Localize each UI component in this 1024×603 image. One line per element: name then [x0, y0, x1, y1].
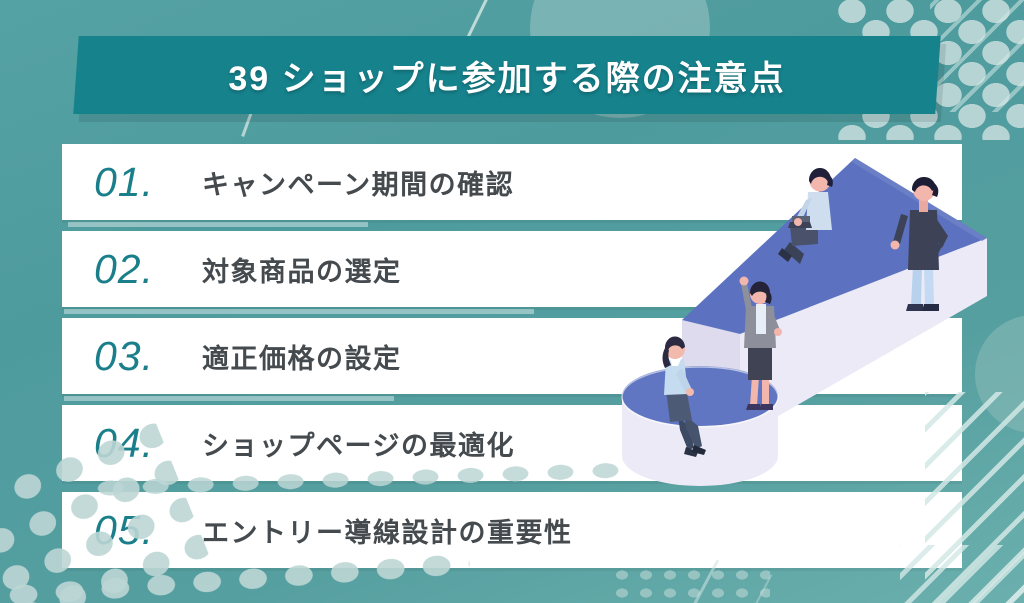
list-item-number: 03.	[94, 332, 154, 379]
list-item-content: 05. エントリー導線設計の重要性	[62, 492, 573, 568]
card-sheen	[64, 396, 394, 401]
card-sheen	[64, 309, 534, 314]
list-item-number: 01.	[94, 158, 154, 205]
list-item[interactable]: 05. エントリー導線設計の重要性	[0, 492, 1024, 568]
list-item-label: 対象商品の選定	[202, 256, 402, 287]
list-item-label: エントリー導線設計の重要性	[202, 517, 573, 548]
decor-hatch-top-right	[930, 0, 1024, 112]
isometric-illustration	[612, 138, 1024, 490]
figure-seated-man-laptop	[778, 167, 833, 264]
list-item-card[interactable]: 05. エントリー導線設計の重要性	[62, 492, 962, 568]
card-sheen	[68, 222, 368, 227]
cylinder-top-rim	[621, 366, 779, 428]
figure-standing-woman	[739, 276, 782, 410]
list-item-content: 02. 対象商品の選定	[62, 231, 402, 307]
figure-seated-woman	[662, 336, 706, 457]
list-item-label: 適正価格の設定	[202, 343, 402, 374]
list-item-number: 05.	[94, 506, 154, 553]
list-item-content: 01. キャンペーン期間の確認	[62, 144, 514, 220]
cylinder-top	[622, 366, 778, 426]
figure-standing-man	[890, 176, 948, 311]
list-item-label: キャンペーン期間の確認	[202, 169, 515, 200]
list-item-label: ショップページの最適化	[202, 430, 515, 461]
list-item-content: 04. ショップページの最適化	[62, 405, 515, 481]
list-item-number: 02.	[94, 245, 154, 292]
page-title: 39 ショップに参加する際の注意点	[228, 59, 786, 98]
list-item-content: 03. 適正価格の設定	[62, 318, 402, 394]
list-item-number: 04.	[94, 419, 154, 466]
